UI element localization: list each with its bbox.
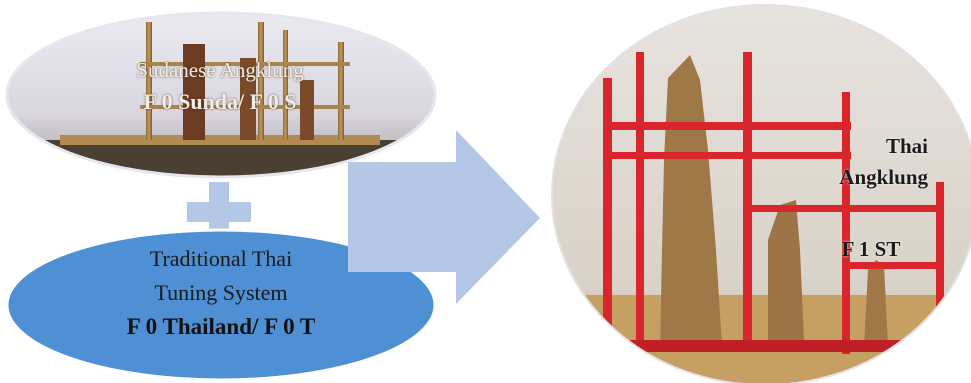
tuning-system-line2: Tuning System: [60, 280, 382, 306]
thai-angklung-title-line2: Angklung: [788, 165, 928, 190]
thai-angklung-photo: [540, 0, 971, 383]
tuning-system-code: F 0 Thailand/ F 0 T: [60, 314, 382, 340]
sudanese-angklung-title: Sudanese Angklung: [84, 58, 356, 83]
thai-angklung-code: F 1 ST: [826, 237, 916, 262]
tuning-system-line1: Traditional Thai: [60, 246, 382, 272]
thai-angklung-title-line1: Thai: [838, 134, 928, 159]
sudanese-angklung-code: F 0 Sunda/ F 0 S: [84, 89, 356, 115]
